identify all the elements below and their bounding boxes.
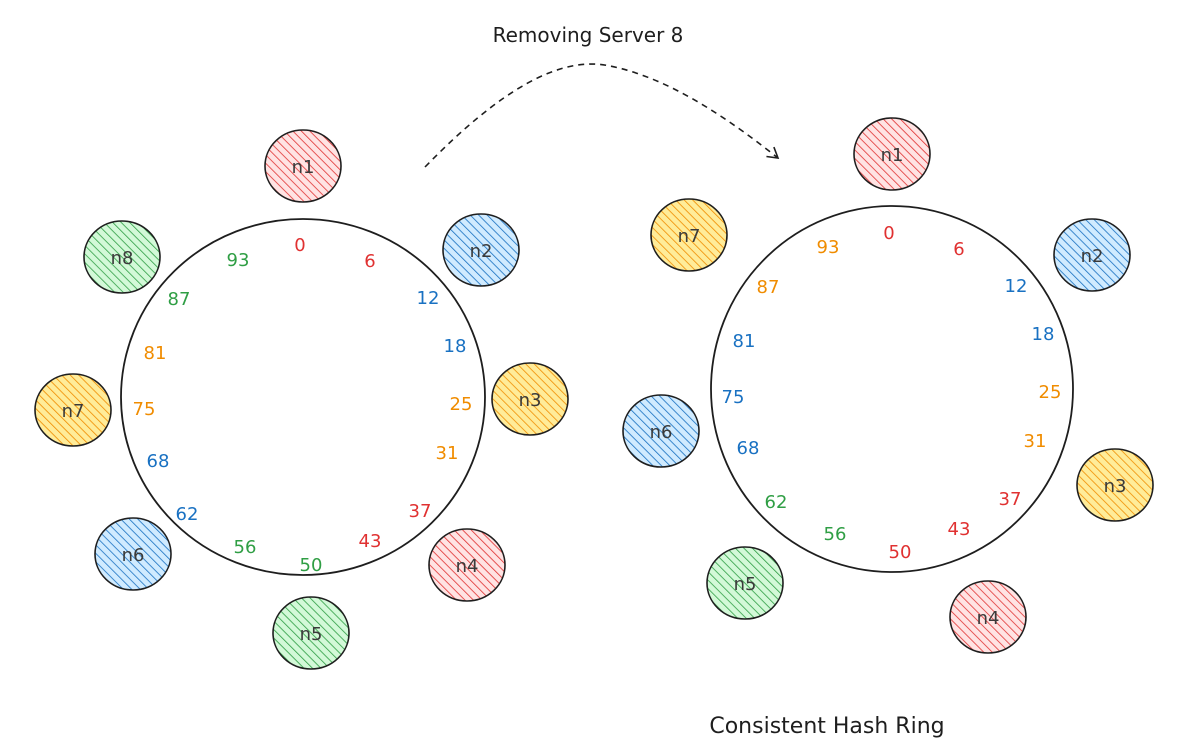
ring-position: 62 <box>176 504 199 525</box>
ring-position: 43 <box>359 531 382 552</box>
ring-position: 18 <box>444 336 467 357</box>
ring-position: 25 <box>450 394 473 415</box>
server-node-label: n4 <box>977 608 1000 629</box>
removal-arrow <box>424 63 780 168</box>
server-node-label: n8 <box>111 248 134 269</box>
server-node-label: n2 <box>1081 246 1104 267</box>
server-node[interactable]: n1 <box>853 117 931 191</box>
ring-position: 93 <box>817 237 840 258</box>
hash-ring-circle <box>710 205 1074 573</box>
server-node[interactable]: n5 <box>706 546 784 620</box>
server-node-label: n5 <box>300 624 323 645</box>
ring-after: 0 6 12 18 25 31 37 43 50 56 62 68 75 81 … <box>622 117 1154 654</box>
server-node-label: n1 <box>881 145 904 166</box>
hash-ring-circle <box>120 218 486 576</box>
server-node-label: n6 <box>122 545 145 566</box>
diagram-caption: Consistent Hash Ring <box>709 714 944 739</box>
ring-position: 68 <box>147 451 170 472</box>
ring-position: 25 <box>1039 382 1062 403</box>
server-node[interactable]: n7 <box>34 373 112 447</box>
ring-position: 12 <box>417 288 440 309</box>
server-node-label: n5 <box>734 574 757 595</box>
server-node[interactable]: n4 <box>949 580 1027 654</box>
server-node-label: n3 <box>519 390 542 411</box>
server-node-label: n6 <box>650 422 673 443</box>
server-node[interactable]: n6 <box>622 394 700 468</box>
server-node-label: n4 <box>456 556 479 577</box>
ring-positions: 0 6 12 18 25 31 37 43 50 56 62 68 75 81 … <box>722 223 1062 563</box>
ring-position: 81 <box>733 331 756 352</box>
ring-position: 37 <box>409 501 432 522</box>
ring-position: 75 <box>722 387 745 408</box>
server-node[interactable]: n3 <box>491 362 569 436</box>
server-node[interactable]: n5 <box>272 596 350 670</box>
ring-before: 0 6 12 18 25 31 37 43 50 56 62 68 75 81 … <box>34 129 569 670</box>
arrow-label: Removing Server 8 <box>493 23 684 47</box>
ring-position: 50 <box>300 555 323 576</box>
ring-position: 56 <box>234 537 257 558</box>
server-node[interactable]: n4 <box>428 528 506 602</box>
ring-position: 12 <box>1005 276 1028 297</box>
ring-position: 18 <box>1032 324 1055 345</box>
server-node-label: n1 <box>292 157 315 178</box>
ring-position: 87 <box>757 277 780 298</box>
ring-position: 93 <box>227 250 250 271</box>
ring-position: 31 <box>436 443 459 464</box>
ring-position: 62 <box>765 492 788 513</box>
ring-position: 81 <box>144 343 167 364</box>
ring-position: 31 <box>1024 431 1047 452</box>
server-node[interactable]: n3 <box>1076 448 1154 522</box>
server-node[interactable]: n2 <box>442 213 520 287</box>
server-node[interactable]: n7 <box>650 198 728 272</box>
server-nodes: n1 n2 n3 n4 n5 n6 <box>34 129 569 670</box>
server-node[interactable]: n1 <box>264 129 342 203</box>
ring-position: 56 <box>824 524 847 545</box>
ring-position: 0 <box>294 235 305 256</box>
ring-position: 6 <box>364 251 375 272</box>
ring-position: 6 <box>953 239 964 260</box>
ring-position: 87 <box>168 289 191 310</box>
ring-position: 0 <box>883 223 894 244</box>
server-node-label: n7 <box>62 401 85 422</box>
server-node-label: n3 <box>1104 476 1127 497</box>
ring-position: 43 <box>948 519 971 540</box>
server-nodes: n1 n2 n3 n4 n5 n6 <box>622 117 1154 654</box>
server-node-label: n2 <box>470 241 493 262</box>
ring-position: 75 <box>133 399 156 420</box>
server-node-label: n7 <box>678 226 701 247</box>
server-node[interactable]: n8 <box>83 220 161 294</box>
ring-position: 50 <box>889 542 912 563</box>
server-node[interactable]: n6 <box>94 517 172 591</box>
ring-position: 68 <box>737 438 760 459</box>
server-node[interactable]: n2 <box>1053 218 1131 292</box>
ring-positions: 0 6 12 18 25 31 37 43 50 56 62 68 75 81 … <box>133 235 473 576</box>
ring-position: 37 <box>999 489 1022 510</box>
